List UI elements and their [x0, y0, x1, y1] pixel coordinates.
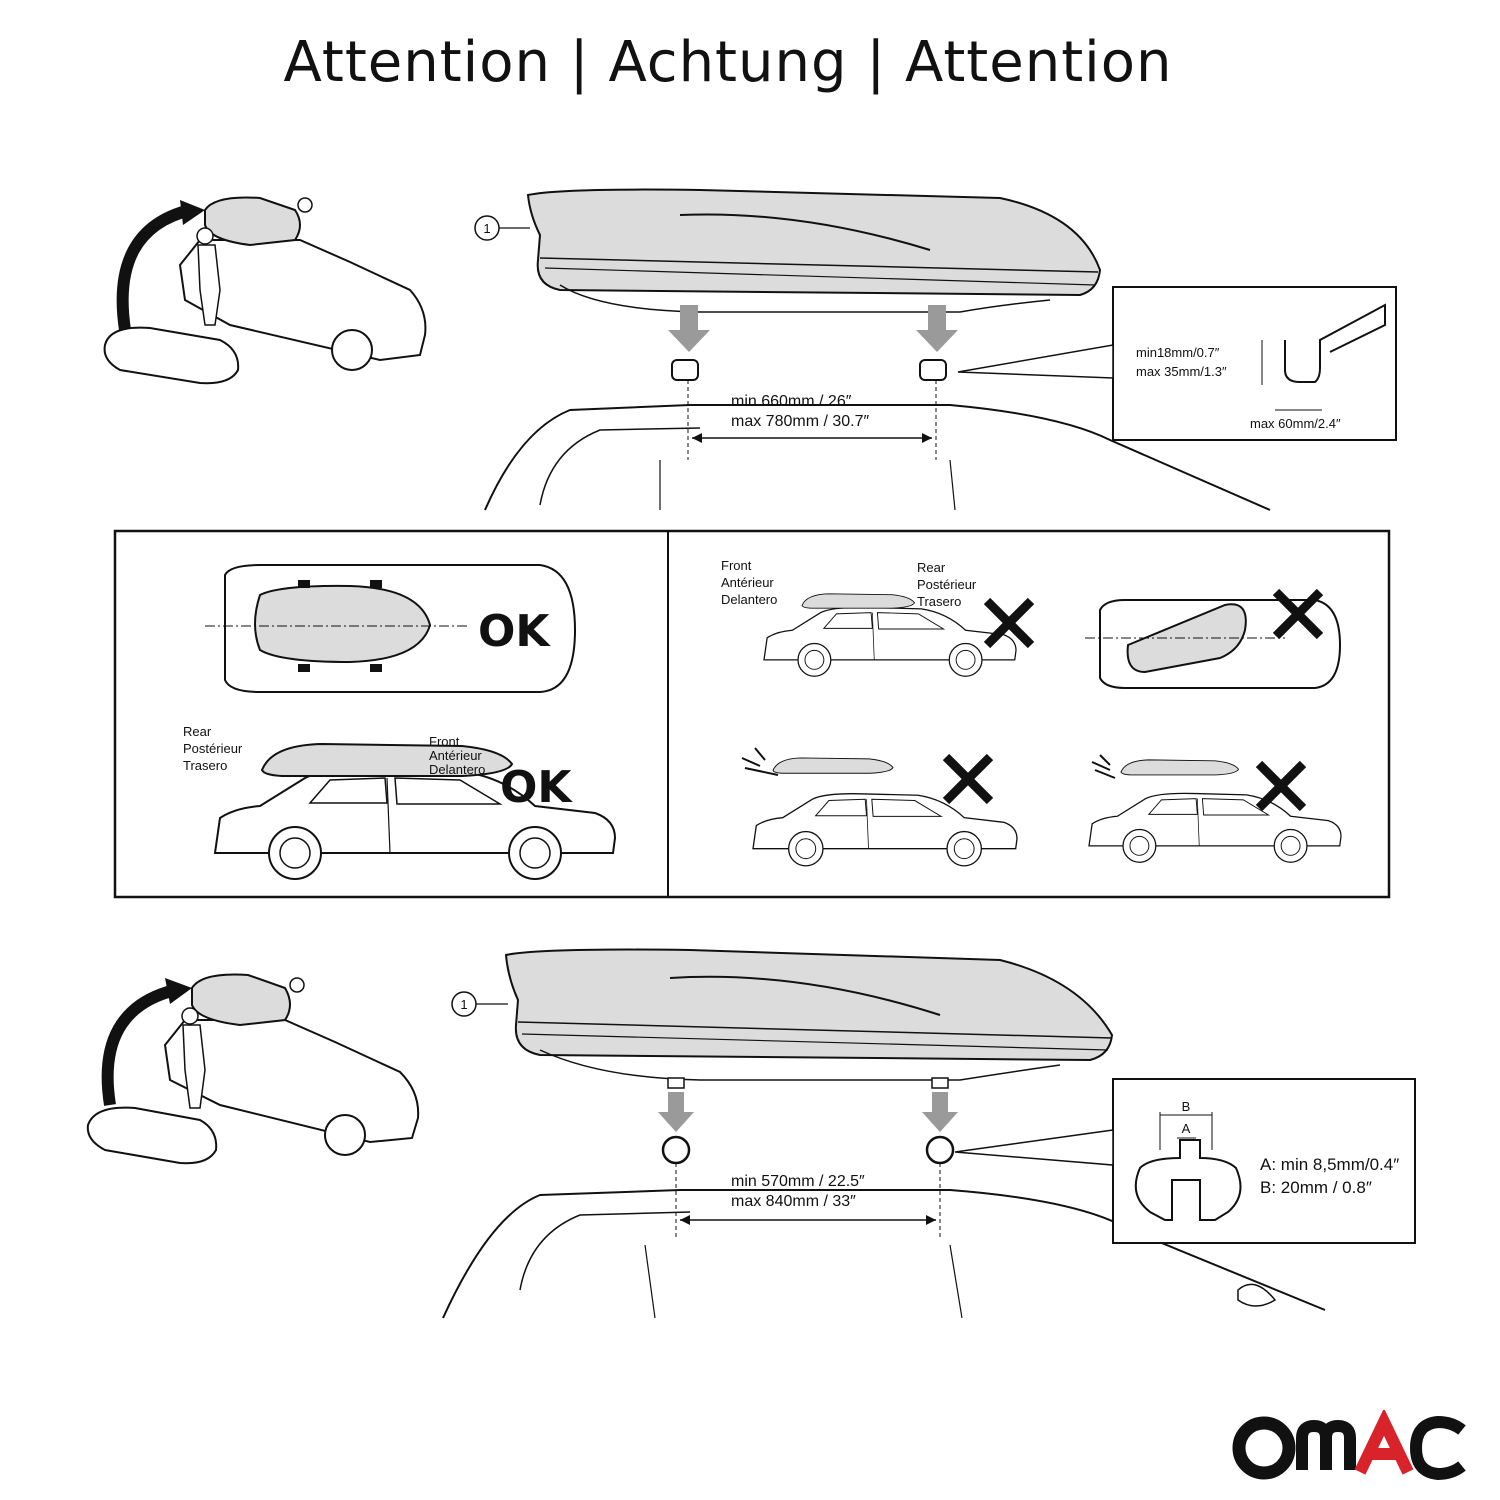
- verdict-ok-side: OK: [500, 762, 573, 813]
- front-label-1: Front: [429, 734, 460, 749]
- roof-box-wrong-2: [772, 757, 894, 774]
- svg-text:1: 1: [483, 221, 490, 236]
- rear-label-3: Trasero: [183, 758, 227, 773]
- roof-box-wrong-3: [1120, 759, 1239, 776]
- loading-illustration-1: [103, 196, 427, 385]
- front-label-3: Delantero: [429, 762, 485, 777]
- verdict-ok-top: OK: [478, 606, 551, 657]
- slot-detail-box: [954, 1078, 1416, 1244]
- front-label-2: Antérieur: [429, 748, 482, 763]
- logo-letter-o: [1232, 1416, 1296, 1480]
- bar-width-max: max 60mm/2.4″: [1250, 416, 1341, 431]
- slot-b-spec: B: 20mm / 0.8″: [1260, 1178, 1372, 1197]
- slot-b-tag: B: [1182, 1099, 1191, 1114]
- mount-arrows-2: [658, 1077, 958, 1240]
- roof-box-wrong-1: [801, 593, 915, 609]
- logo-letter-m: [1296, 1419, 1356, 1470]
- impact-mark-1: [741, 747, 779, 776]
- wrong-front-3: Delantero: [721, 592, 777, 607]
- wrong-front-1: Front: [721, 558, 752, 573]
- spacing-max-label-2: max 840mm / 33″: [731, 1193, 856, 1210]
- wrong-rear-3: Trasero: [917, 594, 961, 609]
- logo-letter-c: [1409, 1415, 1466, 1481]
- rear-label-2: Postérieur: [183, 741, 243, 756]
- logo-letter-a: [1354, 1408, 1414, 1475]
- bar-detail-box-1: [957, 286, 1397, 441]
- spacing-max-label: max 780mm / 30.7″: [731, 413, 870, 430]
- car-roof-outline-1: [484, 404, 1271, 511]
- roof-box-side-view-1: 1: [474, 188, 1102, 313]
- impact-mark-2: [1091, 754, 1116, 779]
- roof-box-side-view-2: 1: [451, 948, 1114, 1081]
- omac-logo: [1232, 1408, 1472, 1481]
- spacing-min-label: min 660mm / 26″: [731, 393, 852, 410]
- wrong-rear-2: Postérieur: [917, 577, 977, 592]
- loading-illustration-2: [86, 973, 420, 1165]
- slot-a-spec: A: min 8,5mm/0.4″: [1260, 1155, 1399, 1174]
- page-title: Attention | Achtung | Attention: [283, 30, 1173, 95]
- spacing-min-label-2: min 570mm / 22.5″: [731, 1173, 865, 1190]
- wrong-rear-1: Rear: [917, 560, 946, 575]
- rear-label-1: Rear: [183, 724, 212, 739]
- wrong-front-2: Antérieur: [721, 575, 774, 590]
- svg-text:1: 1: [460, 997, 467, 1012]
- top-view-ok: [205, 564, 577, 693]
- slot-a-tag: A: [1182, 1121, 1191, 1136]
- bar-height-min: min18mm/0.7″: [1136, 345, 1220, 360]
- car-roof-outline-2: [442, 1189, 1326, 1319]
- mount-arrows-1: [668, 305, 958, 460]
- top-view-wrong: [1085, 599, 1342, 689]
- bar-height-max: max 35mm/1.3″: [1136, 364, 1227, 379]
